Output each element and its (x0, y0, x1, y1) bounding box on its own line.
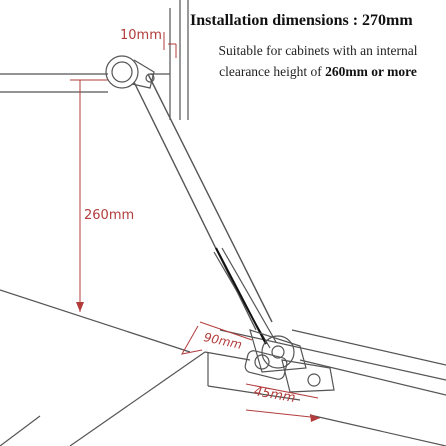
bottom-hinge-assembly (204, 329, 335, 401)
height-dimension-label: 260mm (84, 208, 135, 223)
top-mount-bracket (105, 55, 155, 89)
clearance-note-value: 260mm or more (325, 64, 417, 79)
clearance-note: Suitable for cabinets with an internal c… (192, 40, 444, 82)
clearance-note-line2: clearance height of 260mm or more (192, 61, 444, 82)
clearance-note-line1: Suitable for cabinets with an internal (218, 43, 418, 58)
diagram-title: Installation dimensions : 270mm (190, 12, 413, 29)
cabinet-top-lines (0, 73, 170, 93)
cabinet-base-lines (0, 289, 446, 446)
dimension-lines (70, 32, 321, 422)
clearance-note-prefix: clearance height of (219, 64, 326, 79)
gas-strut-body (133, 73, 277, 349)
cabinet-side-panel (169, 0, 189, 120)
top-gap-dimension-label: 10mm (120, 28, 162, 43)
